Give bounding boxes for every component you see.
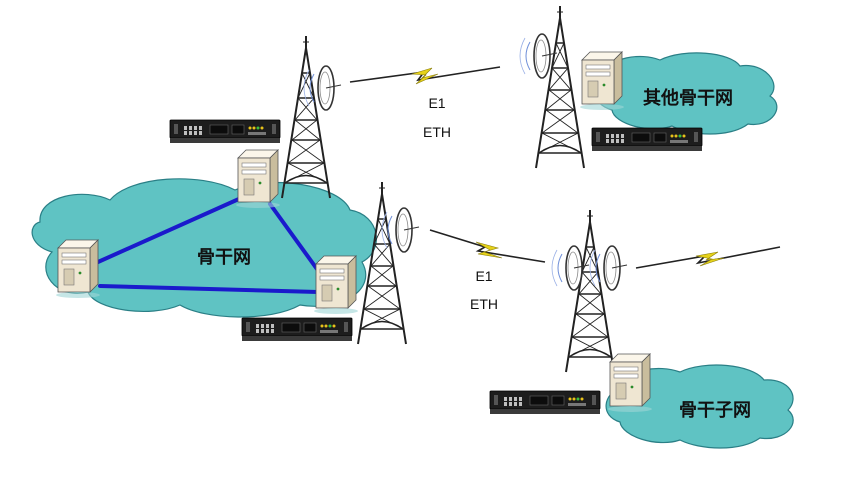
network-device-icon: [241, 317, 353, 342]
other-backbone-cloud: [594, 52, 778, 135]
lower-link-e1-label: E1: [475, 268, 492, 284]
radio-wave-icon: [349, 66, 501, 83]
tower-icon: [281, 35, 331, 199]
radio-wave-icon: [475, 241, 503, 259]
upper-link-e1-label: E1: [428, 95, 445, 111]
sub-backbone-cloud: [605, 364, 794, 449]
radio-wave-icon: [429, 229, 546, 263]
upper-link-eth-label: ETH: [423, 124, 451, 140]
network-device-icon: [591, 127, 703, 152]
network-device-icon: [169, 119, 281, 144]
radio-wave-icon: [695, 251, 725, 267]
dish-antenna-icon: [381, 207, 420, 253]
backbone-links: [96, 192, 324, 294]
network-device-icon: [489, 390, 601, 415]
other-backbone-label: 其他骨干网: [643, 87, 733, 109]
radio-wave-icon: [635, 246, 781, 269]
server-icon: [313, 255, 359, 315]
tower-icon: [565, 209, 615, 373]
backbone-label: 骨干网: [197, 247, 251, 268]
lower-link-eth-label: ETH: [470, 296, 498, 312]
radio-wave-icon: [411, 67, 439, 85]
sub-backbone-label: 骨干子网: [679, 400, 751, 421]
tower-icon: [357, 181, 407, 345]
tower-icon: [535, 5, 585, 169]
